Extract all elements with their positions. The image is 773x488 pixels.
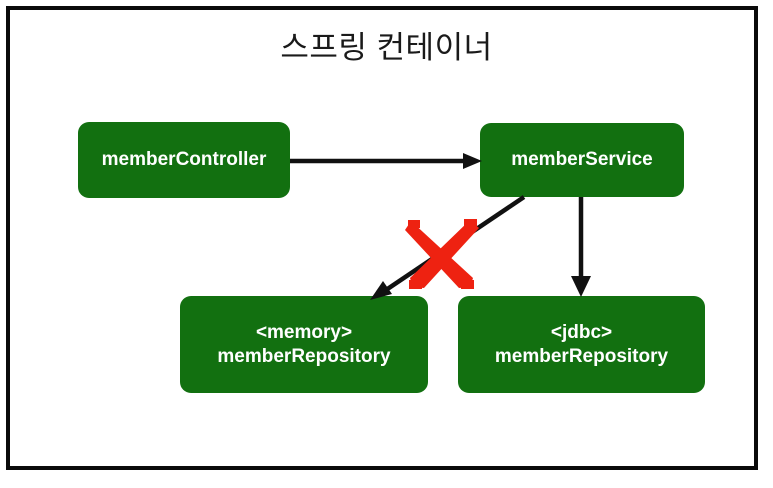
bean-member-controller[interactable]: memberController [78,122,290,198]
bean-jdbc-member-repository-label: memberRepository [494,345,669,367]
x-mark-icon [405,219,479,289]
bean-jdbc-member-repository[interactable]: <jdbc> memberRepository [458,296,705,393]
bean-member-service-label: memberService [511,149,653,171]
bean-memory-member-repository[interactable]: <memory> memberRepository [180,296,428,393]
bean-memory-member-repository-label: memberRepository [217,345,391,367]
bean-member-service[interactable]: memberService [480,123,684,197]
bean-jdbc-member-repository-qualifier: <jdbc> [550,322,613,344]
bean-member-controller-label: memberController [101,149,267,171]
spring-container-box [6,6,758,470]
spring-container-title: 스프링 컨테이너 [280,30,493,65]
bean-memory-member-repository-qualifier: <memory> [255,322,353,344]
